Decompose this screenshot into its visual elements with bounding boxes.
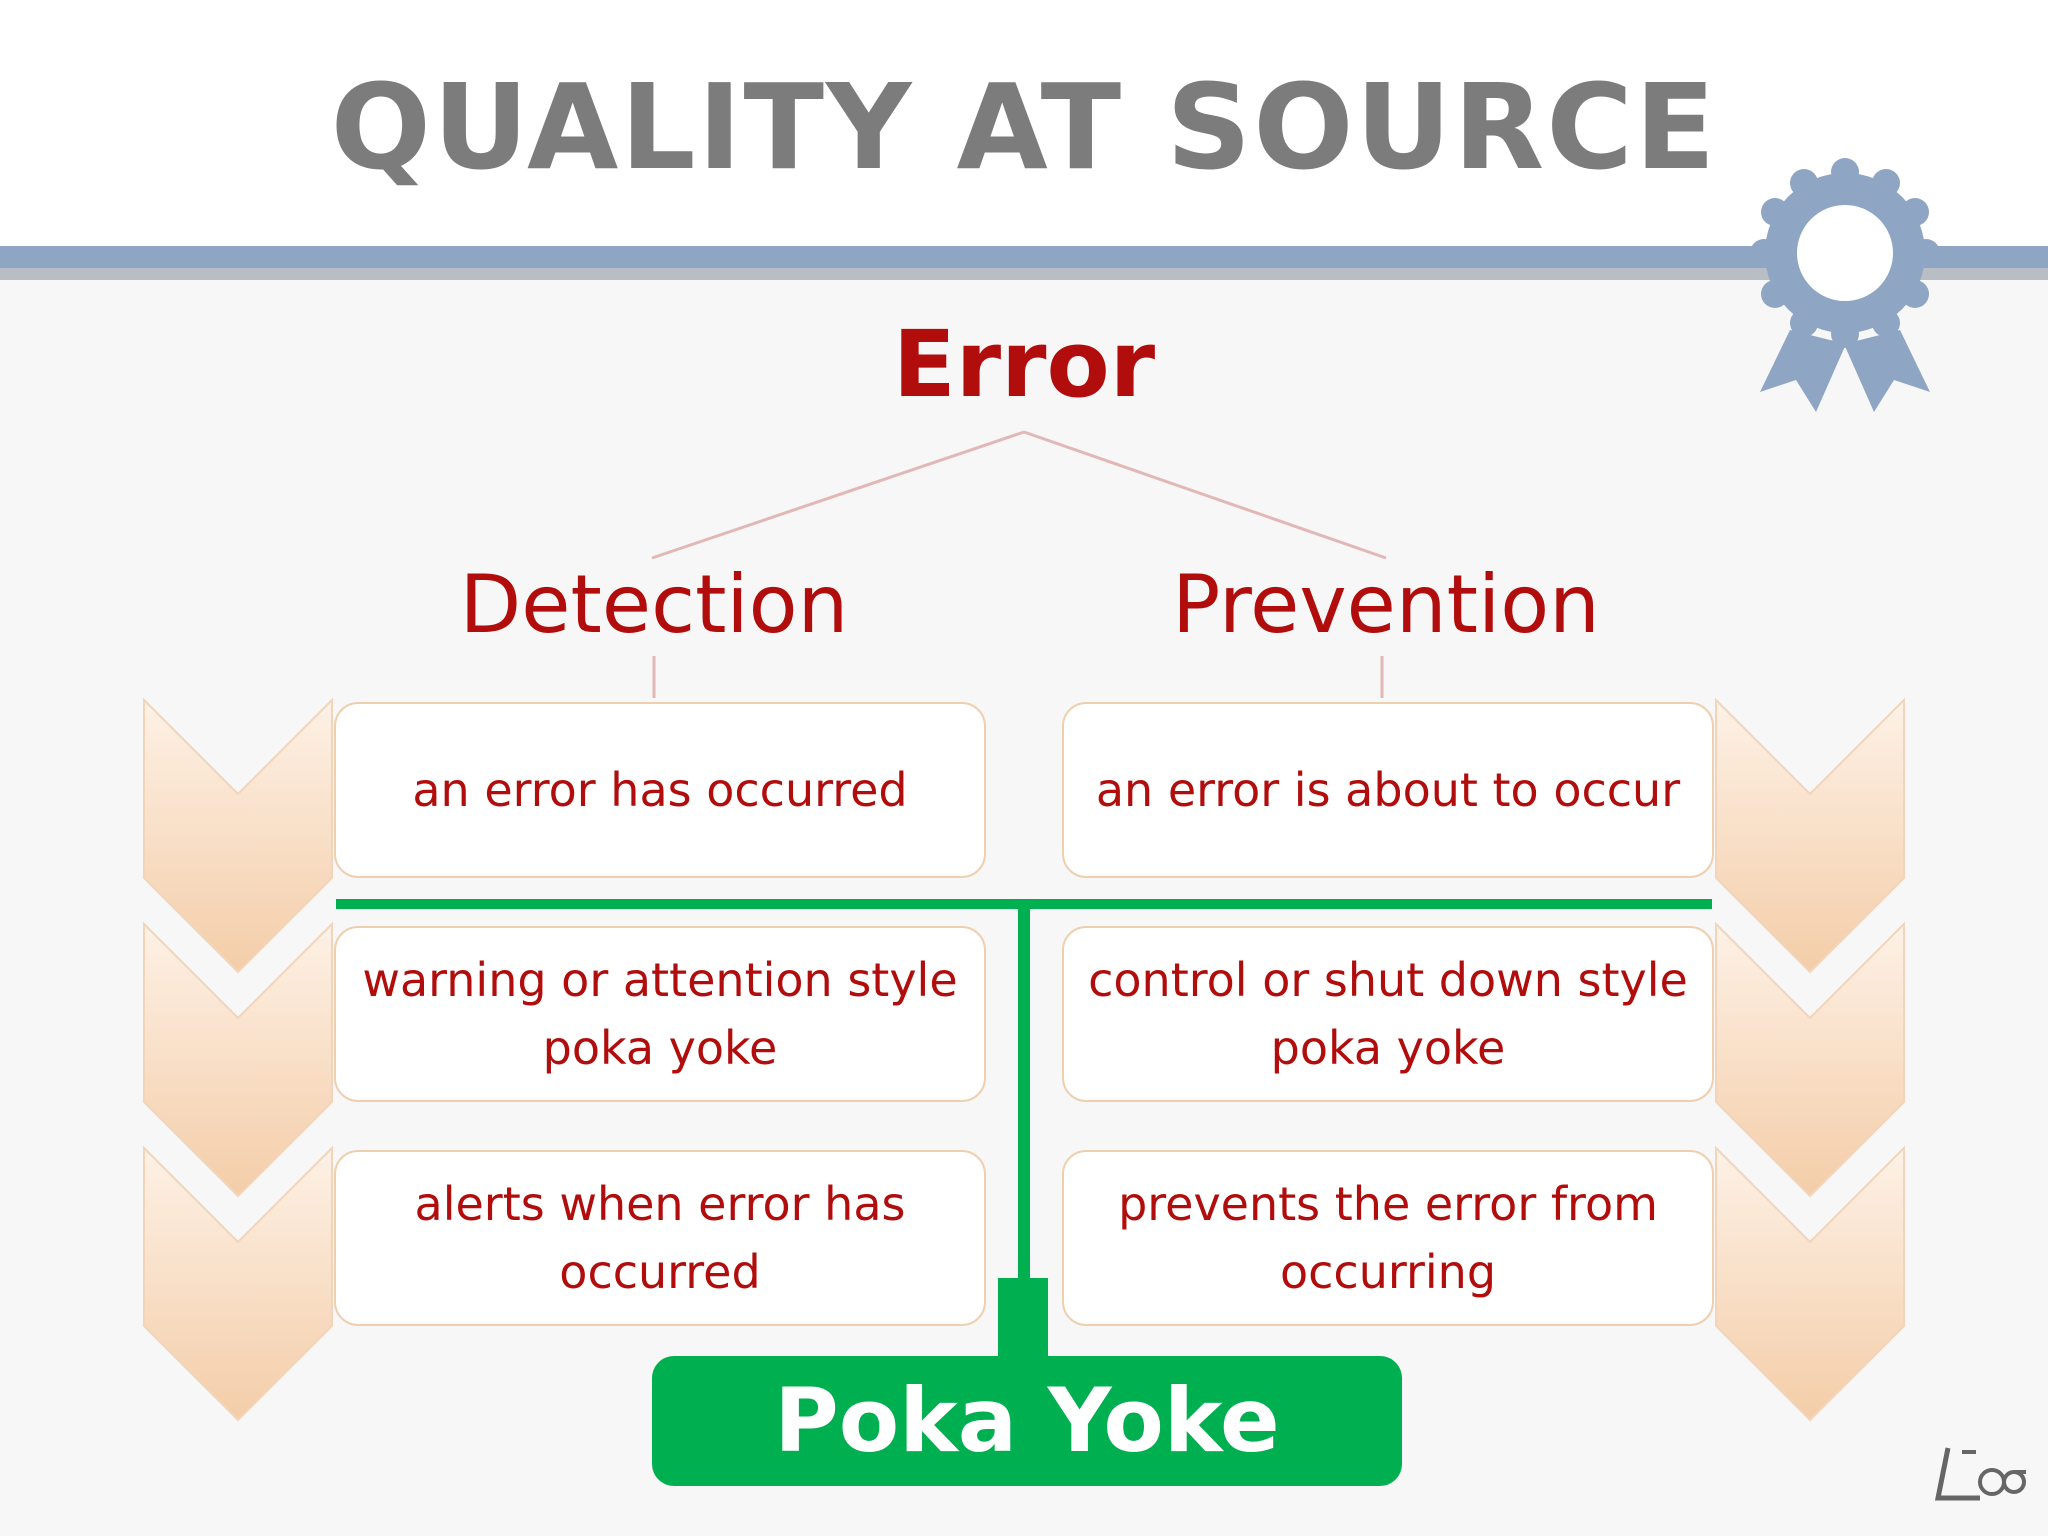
prevention-card-2-text: control or shut down style poka yoke [1088, 953, 1688, 1075]
poka-yoke-box: Poka Yoke [652, 1356, 1402, 1486]
detection-title: Detection [459, 558, 849, 651]
prevention-card-3: prevents the error from occurring [1062, 1150, 1714, 1326]
chevron-left-2 [143, 921, 333, 1198]
branch-connectors [651, 430, 1387, 698]
detection-card-1-text: an error has occurred [412, 763, 908, 817]
prevention-card-1: an error is about to occur [1062, 702, 1714, 878]
detection-chevrons [143, 697, 333, 1422]
green-vertical-bar [1018, 904, 1030, 1284]
connector-to-detection [651, 430, 1025, 560]
error-heading: Error [892, 311, 1156, 418]
chevron-right-3 [1715, 1145, 1905, 1422]
header-bar-blue [0, 246, 2048, 268]
prevention-card-3-text: prevents the error from occurring [1118, 1177, 1658, 1299]
page-title: QUALITY AT SOURCE [330, 58, 1718, 196]
prevention-title: Prevention [1172, 558, 1600, 651]
l6-sigma-logo [1934, 1447, 2026, 1501]
chevron-left-1 [143, 697, 333, 974]
detection-card-3: alerts when error has occurred [334, 1150, 986, 1326]
prevention-card-1-text: an error is about to occur [1095, 763, 1681, 817]
green-stem [998, 1278, 1048, 1360]
title-band [0, 0, 2048, 255]
prevention-chevrons [1715, 697, 1905, 1422]
detection-card-2-text: warning or attention style poka yoke [362, 953, 958, 1075]
connector-to-prevention [1023, 430, 1387, 560]
detection-card-2: warning or attention style poka yoke [334, 926, 986, 1102]
header-bar-gray [0, 268, 2048, 280]
poka-yoke-connector [336, 899, 1712, 1360]
poka-yoke-label: Poka Yoke [774, 1369, 1280, 1472]
chevron-left-3 [143, 1145, 333, 1422]
chevron-right-2 [1715, 921, 1905, 1198]
chevron-right-1 [1715, 697, 1905, 974]
detection-card-1: an error has occurred [334, 702, 986, 878]
prevention-card-2: control or shut down style poka yoke [1062, 926, 1714, 1102]
award-ribbon-icon [1750, 158, 1940, 412]
detection-card-3-text: alerts when error has occurred [414, 1177, 906, 1299]
